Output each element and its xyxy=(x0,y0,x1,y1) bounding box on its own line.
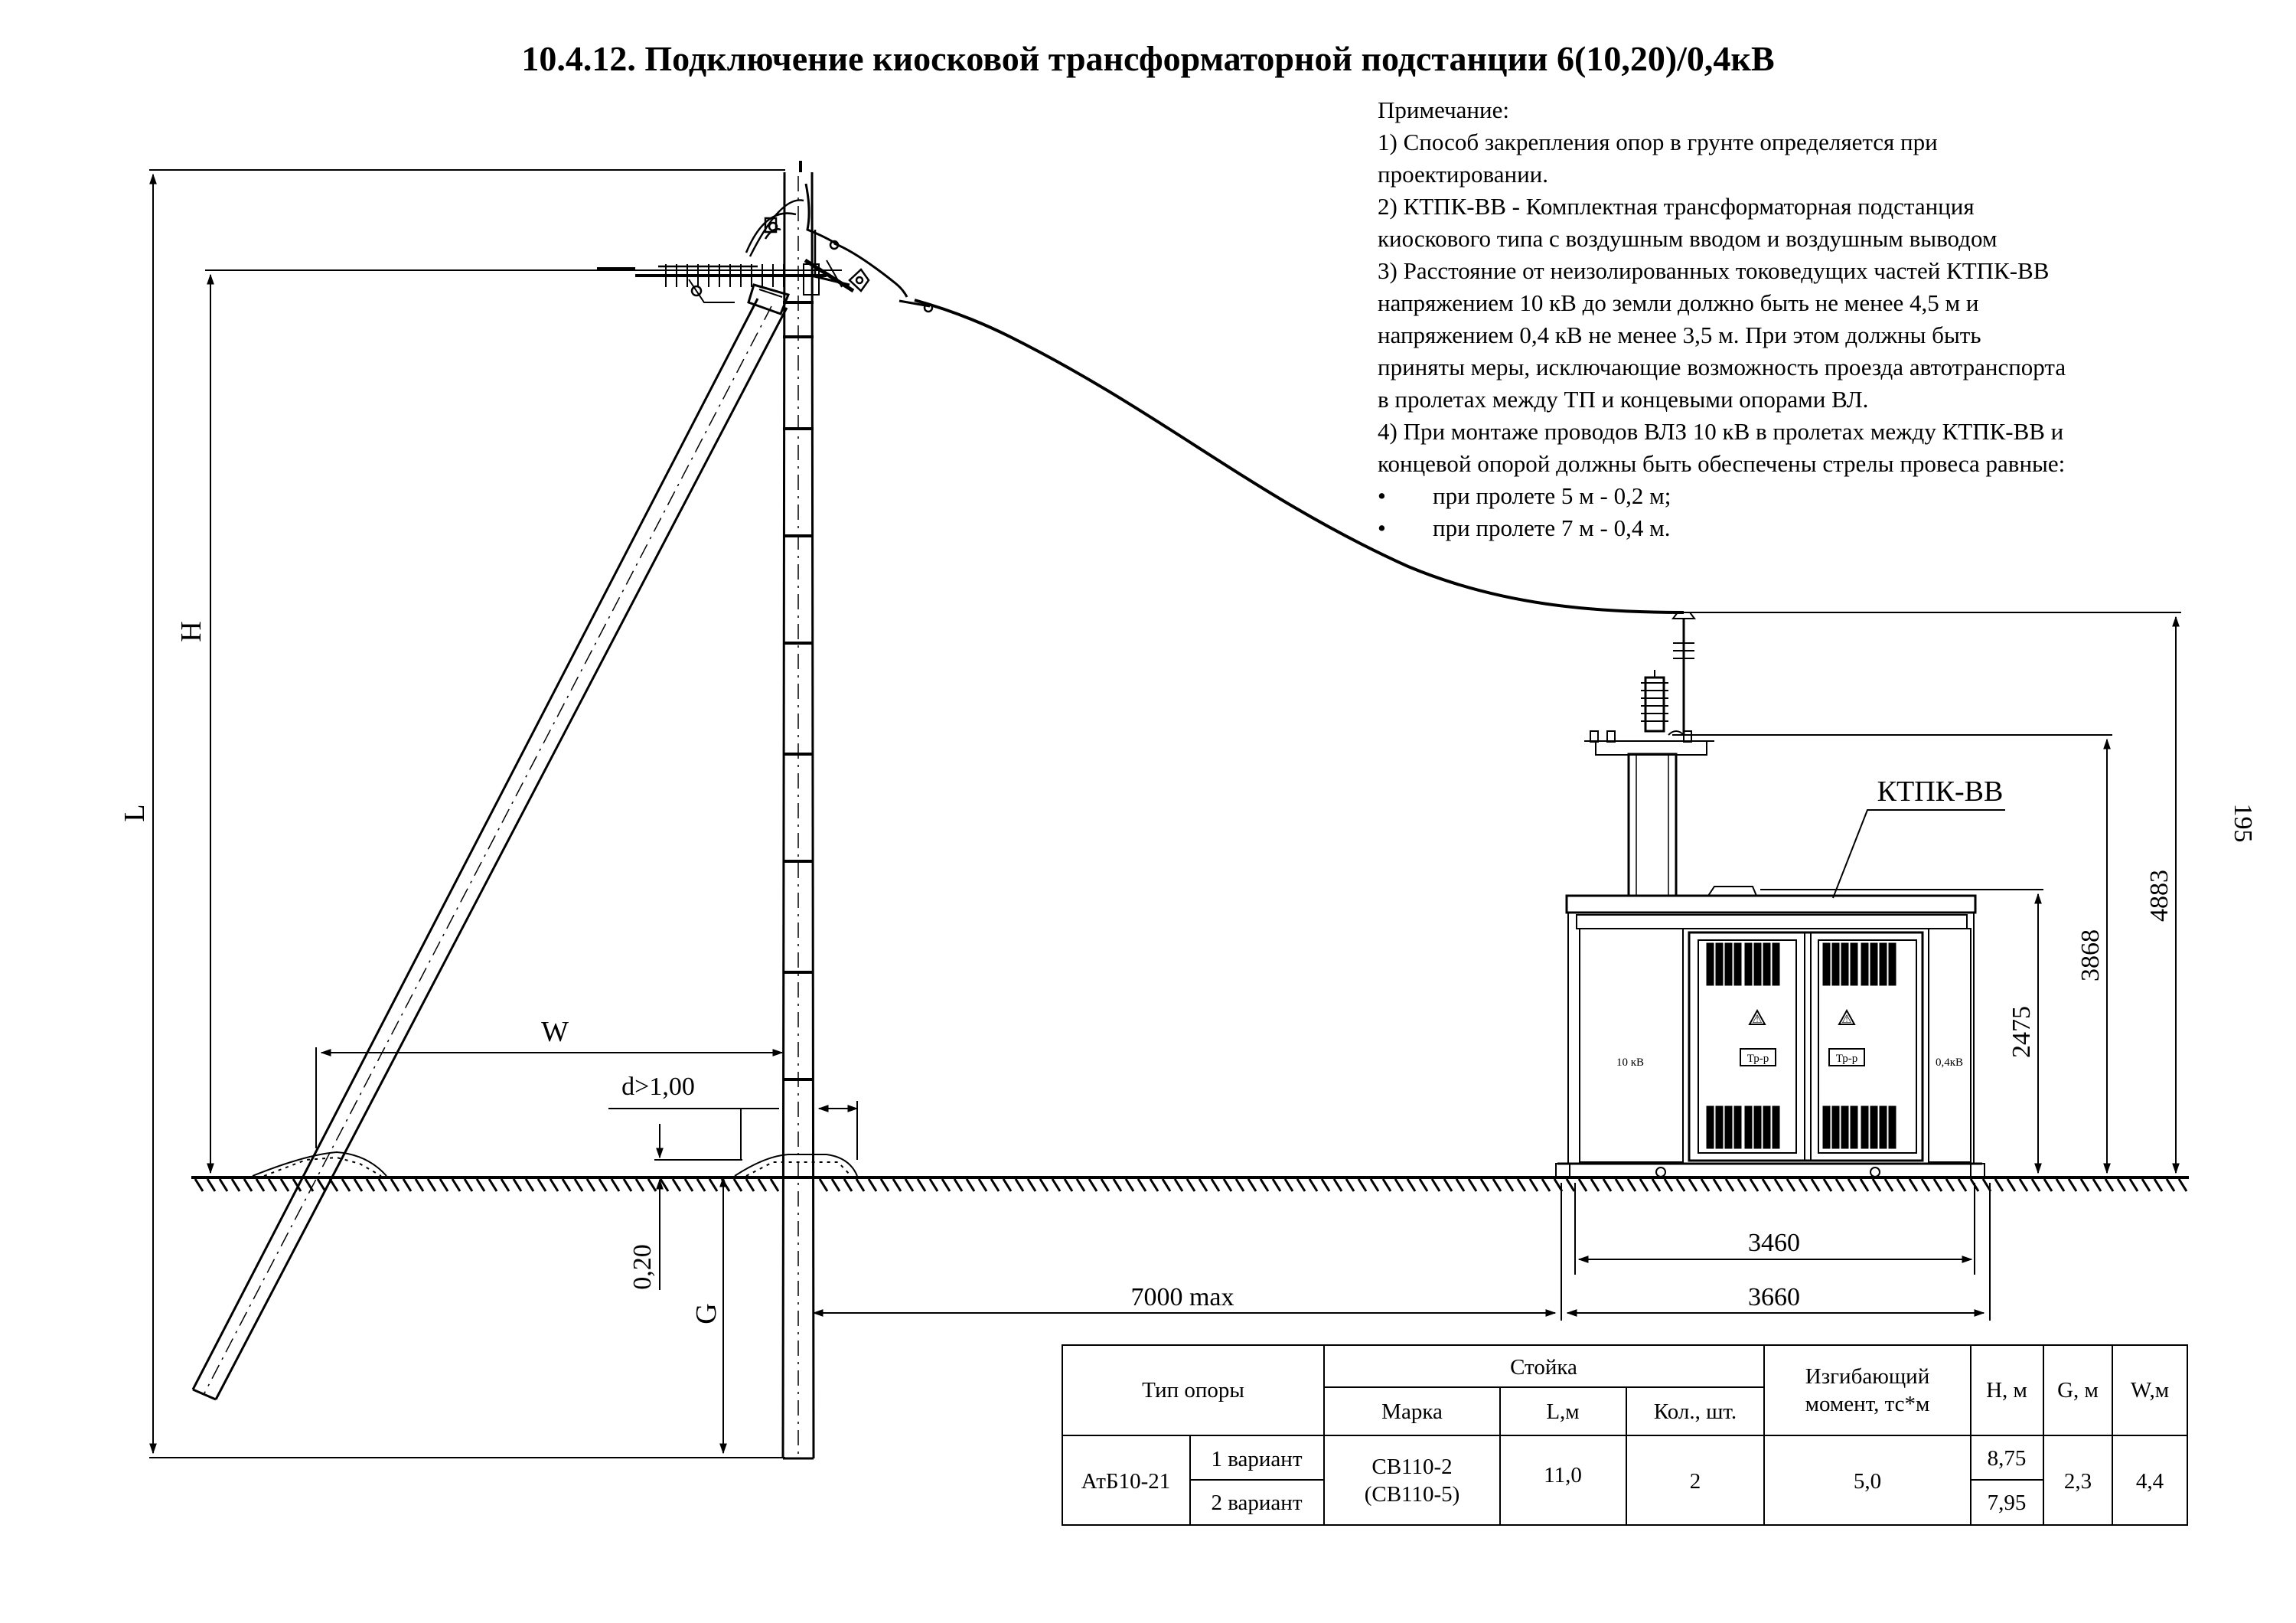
note-line: в пролетах между ТП и концевыми опорами … xyxy=(1378,386,1868,413)
table-cell-brand: (СВ110-5) xyxy=(1365,1482,1460,1507)
warning-icon: ⚠ xyxy=(1752,1014,1762,1026)
note-line: 3) Расстояние от неизолированных токовед… xyxy=(1378,257,2049,284)
dim-H-label: H xyxy=(175,621,207,642)
bullet-icon: • xyxy=(1378,514,1386,541)
strut-pole xyxy=(191,283,791,1401)
table-header-moment: момент, тс*м xyxy=(1805,1392,1930,1416)
table-header-length: L,м xyxy=(1546,1399,1579,1424)
hv-panel-label: 10 кВ xyxy=(1616,1056,1644,1069)
dim-depth-label: 0,20 xyxy=(628,1244,657,1290)
main-pole xyxy=(781,161,815,1460)
notes-heading: Примечание: xyxy=(1378,96,1509,123)
warning-icon: ⚠ xyxy=(1841,1014,1851,1026)
table-header-brand: Марка xyxy=(1381,1399,1443,1424)
support-table xyxy=(1062,1344,2188,1526)
dim-h-body-label: 2475 xyxy=(2007,1006,2036,1058)
note-bullet: при пролете 7 м - 0,4 м. xyxy=(1433,514,1670,541)
note-bullet: при пролете 5 м - 0,2 м; xyxy=(1433,482,1671,509)
table-header-width: W,м xyxy=(2131,1378,2169,1403)
table-header-height: Н, м xyxy=(1986,1378,2027,1403)
dim-W-label: W xyxy=(541,1016,569,1048)
transformer-label: Тр-р xyxy=(1836,1053,1858,1065)
table-cell-height: 8,75 xyxy=(1988,1446,2027,1471)
table-cell-length: 11,0 xyxy=(1544,1463,1582,1487)
dim-d-label: d>1,00 xyxy=(621,1073,695,1101)
dim-G-label: G xyxy=(690,1303,722,1324)
page-title: 10.4.12. Подключение киосковой трансформ… xyxy=(521,39,1774,78)
notes-block: Примечание: 1) Способ закрепления опор в… xyxy=(1378,96,2066,541)
table-cell-variant: 1 вариант xyxy=(1211,1447,1302,1471)
table-cell-support: АтБ10-21 xyxy=(1081,1469,1170,1494)
transformer-label: Тр-р xyxy=(1747,1053,1769,1065)
dim-L-label: L xyxy=(119,804,151,821)
note-line: киоскового типа с воздушным вводом и воз… xyxy=(1378,225,1997,252)
note-line: 2) КТПК-ВВ - Комплектная трансформаторна… xyxy=(1378,193,1975,220)
note-line: напряжением 0,4 кВ не менее 3,5 м. При э… xyxy=(1378,322,1981,348)
dim-width-base-label: 3460 xyxy=(1748,1229,1800,1257)
lv-panel-label: 0,4кВ xyxy=(1936,1056,1963,1069)
note-line: проектировании. xyxy=(1378,161,1548,188)
soil-mound-right xyxy=(734,1154,858,1177)
table-header-type: Тип опоры xyxy=(1142,1378,1244,1403)
ground-line xyxy=(191,1176,2189,1192)
table-header-moment: Изгибающий xyxy=(1805,1364,1929,1389)
ktpk-label: КТПК-ВВ xyxy=(1877,776,2004,808)
table-cell-count: 2 xyxy=(1690,1469,1701,1494)
dim-width-total-label: 3660 xyxy=(1748,1283,1800,1311)
table-cell-variant: 2 вариант xyxy=(1211,1491,1302,1515)
note-line: 4) При монтаже проводов ВЛЗ 10 кВ в прол… xyxy=(1378,418,2063,445)
ktpk-substation xyxy=(1555,612,1985,1178)
table-cell-depth: 2,3 xyxy=(2064,1469,2092,1494)
overhead-wire xyxy=(914,299,1684,614)
table-cell-moment: 5,0 xyxy=(1854,1469,1881,1494)
dim-h-bushing-label: 3868 xyxy=(2076,929,2105,981)
bullet-icon: • xyxy=(1378,482,1386,509)
table-header-stand: Стойка xyxy=(1510,1355,1577,1380)
table-header-count: Кол., шт. xyxy=(1654,1399,1737,1424)
dim-h-top-label: 4883 xyxy=(2145,870,2174,922)
note-line: напряжением 10 кВ до земли должно быть н… xyxy=(1378,289,1978,316)
note-line: приняты меры, исключающие возможность пр… xyxy=(1378,354,2066,380)
note-line: концевой опорой должны быть обеспечены с… xyxy=(1378,450,2065,477)
table-cell-brand: СВ110-2 xyxy=(1371,1455,1452,1479)
dim-h-side-label: 195 xyxy=(2229,804,2257,843)
soil-mound-left xyxy=(252,1151,387,1177)
dimension-lines xyxy=(149,169,2181,1458)
dim-span-label: 7000 max xyxy=(1130,1283,1234,1311)
table-cell-width: 4,4 xyxy=(2136,1469,2164,1494)
table-cell-height: 7,95 xyxy=(1988,1491,2027,1515)
note-line: 1) Способ закрепления опор в грунте опре… xyxy=(1378,129,1938,155)
table-header-depth: G, м xyxy=(2057,1378,2099,1403)
pole-top-equipment xyxy=(593,183,934,313)
